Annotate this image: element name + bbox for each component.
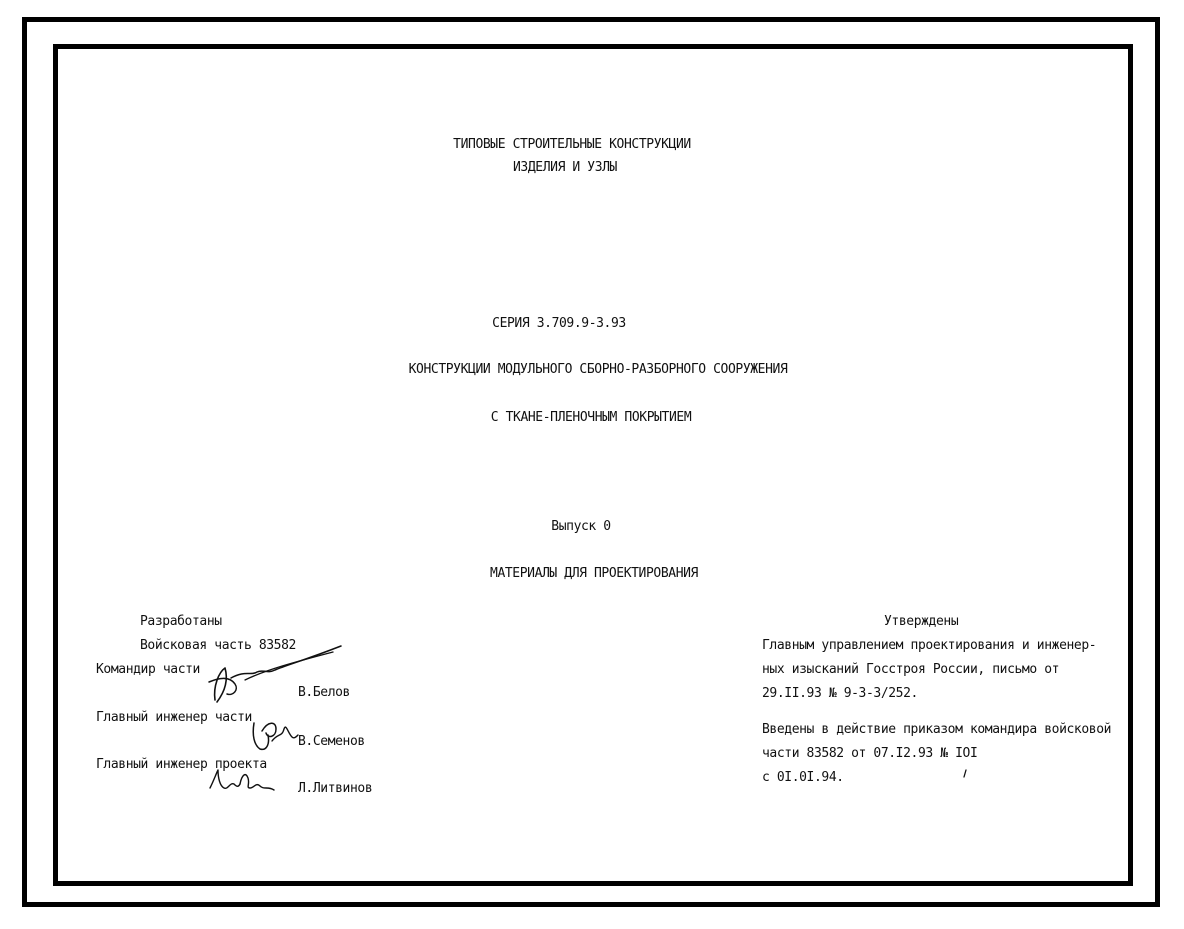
issue-title: МАТЕРИАЛЫ ДЛЯ ПРОЕКТИРОВАНИЯ <box>490 566 698 581</box>
role-chief-engineer-project: Главный инженер проекта <box>96 757 267 772</box>
signature-belov <box>208 645 342 703</box>
role-chief-engineer-unit: Главный инженер части <box>96 710 252 725</box>
developed-org: Войсковая часть 83582 <box>140 638 296 653</box>
header-line-2: ИЗДЕЛИЯ И УЗЛЫ <box>513 160 617 175</box>
approved-heading: Утверждены <box>884 614 959 629</box>
series-label: СЕРИЯ 3.709.9-3.93 <box>492 316 626 331</box>
developed-heading: Разработаны <box>140 614 222 629</box>
header-line-1: ТИПОВЫЕ СТРОИТЕЛЬНЫЕ КОНСТРУКЦИИ <box>453 137 691 152</box>
series-title-line-1: КОНСТРУКЦИИ МОДУЛЬНОГО СБОРНО-РАЗБОРНОГО… <box>408 362 788 377</box>
enacted-line-3: с 0I.0I.94. <box>762 770 844 785</box>
approved-line-3: 29.II.93 № 9-3-3/252. <box>762 686 918 701</box>
approved-line-1: Главным управлением проектирования и инж… <box>762 638 1097 653</box>
signature-semenov <box>252 722 299 751</box>
inner-frame <box>53 44 1133 886</box>
issue-label: Выпуск 0 <box>551 519 611 534</box>
role-commander: Командир части <box>96 662 200 677</box>
pen-mark <box>963 769 967 778</box>
enacted-line-1: Введены в действие приказом командира во… <box>762 722 1112 737</box>
series-title-line-2: С ТКАНЕ-ПЛЕНОЧНЫМ ПОКРЫТИЕМ <box>490 410 692 425</box>
enacted-line-2: части 83582 от 07.I2.93 № IOI <box>762 746 978 761</box>
name-litvinov: Л.Литвинов <box>298 781 373 796</box>
signature-litvinov <box>209 769 275 791</box>
approved-line-2: ных изысканий Госстроя России, письмо от <box>762 662 1060 677</box>
name-belov: В.Белов <box>298 685 350 700</box>
outer-frame <box>22 17 1160 907</box>
name-semenov: В.Семенов <box>298 734 365 749</box>
